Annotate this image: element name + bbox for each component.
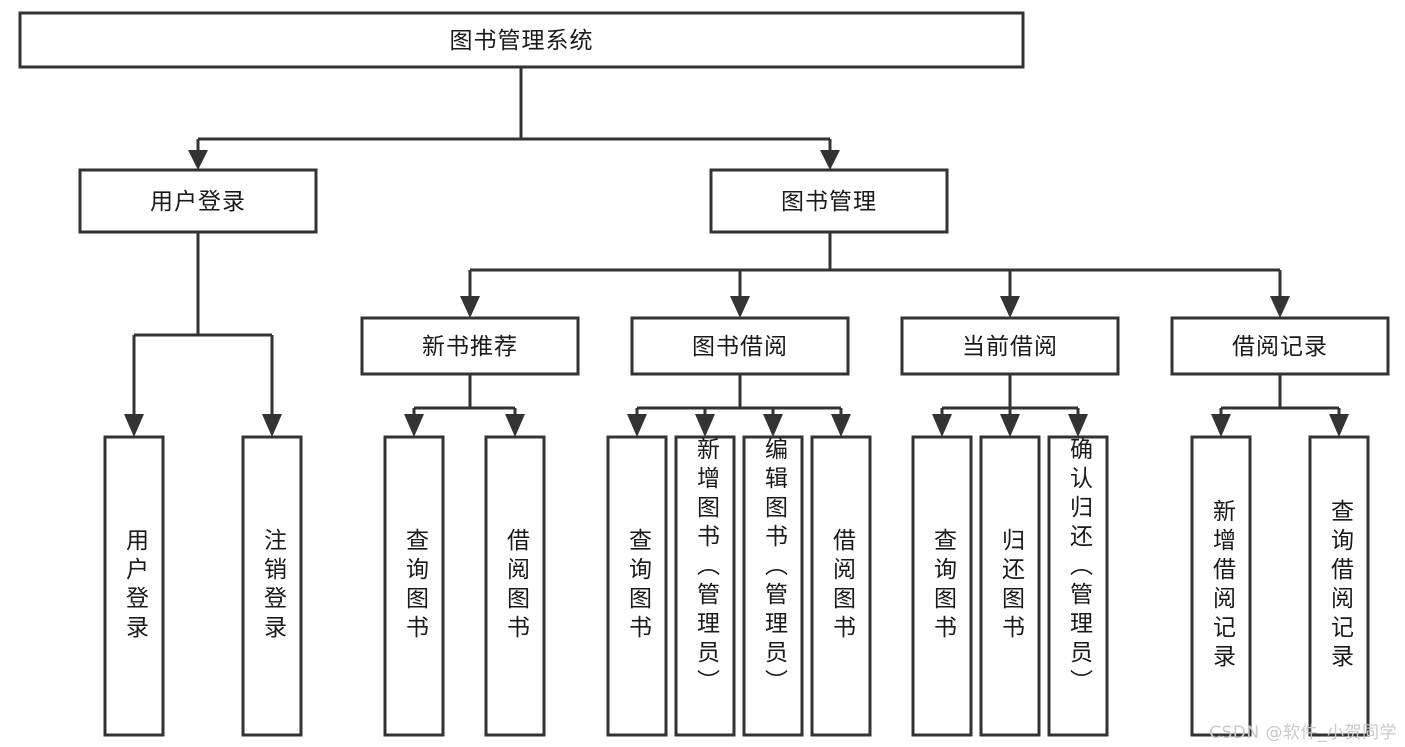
- node-borrow-record-label: 借阅记录: [1232, 334, 1328, 360]
- arrowhead-leaf-user-logout: [262, 414, 282, 437]
- leaf-box-return-book[interactable]: [979, 435, 1041, 737]
- arrowhead-book-manage: [820, 150, 840, 170]
- leaf-box-add-record[interactable]: [1190, 435, 1252, 737]
- leaf-box-add-book[interactable]: [674, 435, 736, 737]
- node-current-borrow-label: 当前借阅: [962, 334, 1058, 360]
- arrowhead-leaf-query-book-2: [627, 414, 647, 437]
- leaf-box-user-logout[interactable]: [241, 435, 303, 737]
- node-borrow-record-box[interactable]: [1170, 316, 1390, 376]
- arrowhead-leaf-borrow-book-1: [505, 414, 525, 437]
- arrowhead-leaf-query-book-3: [932, 414, 952, 437]
- leaf-box-query-record[interactable]: [1308, 435, 1370, 737]
- node-user-login-box[interactable]: [78, 168, 318, 234]
- arrowhead-book-borrow: [730, 296, 750, 318]
- node-current-borrow[interactable]: 当前借阅: [900, 316, 1120, 376]
- arrowhead-leaf-add-record: [1211, 414, 1231, 437]
- csdn-watermark: CSDN @软件_小贺同学: [1209, 723, 1397, 743]
- leaf-box-user-login[interactable]: [103, 435, 165, 737]
- arrowhead-leaf-query-record: [1329, 414, 1349, 437]
- node-book-manage-label: 图书管理: [781, 189, 877, 215]
- node-current-borrow-box[interactable]: [900, 316, 1120, 376]
- node-book-manage[interactable]: 图书管理: [709, 168, 949, 234]
- connector-group-new-book-recommend: [404, 374, 525, 437]
- node-root-box[interactable]: [18, 11, 1025, 69]
- node-new-book-recommend[interactable]: 新书推荐: [360, 316, 580, 376]
- node-new-book-recommend-box[interactable]: [360, 316, 580, 376]
- node-book-manage-box[interactable]: [709, 168, 949, 234]
- node-root-label: 图书管理系统: [450, 28, 594, 54]
- arrowhead-leaf-confirm-return: [1068, 414, 1088, 437]
- arrowhead-leaf-return-book: [1000, 414, 1020, 437]
- leaf-box-borrow-book-1[interactable]: [484, 435, 546, 737]
- node-new-book-recommend-label: 新书推荐: [422, 334, 518, 360]
- connector-group-book-borrow: [627, 374, 851, 437]
- node-book-borrow-label: 图书借阅: [692, 334, 788, 360]
- leaf-box-query-book-2[interactable]: [606, 435, 668, 737]
- connector-group-user-login: [124, 232, 282, 437]
- node-user-login-label: 用户登录: [150, 189, 246, 215]
- connector-group-root: [188, 67, 840, 170]
- arrowhead-user-login: [188, 150, 208, 170]
- arrowhead-leaf-borrow-book-2: [831, 414, 851, 437]
- connector-group-book-manage: [460, 232, 1290, 318]
- arrowhead-leaf-query-book-1: [404, 414, 424, 437]
- arrowhead-new-book-recommend: [460, 296, 480, 318]
- connector-group-borrow-record: [1211, 374, 1349, 437]
- node-book-borrow-box[interactable]: [630, 316, 850, 376]
- node-book-borrow[interactable]: 图书借阅: [630, 316, 850, 376]
- node-root[interactable]: 图书管理系统: [18, 11, 1025, 69]
- node-user-login[interactable]: 用户登录: [78, 168, 318, 234]
- leaf-box-confirm-return[interactable]: [1047, 435, 1109, 737]
- arrowhead-leaf-edit-book: [763, 414, 783, 437]
- connector-group-current-borrow: [932, 374, 1088, 437]
- leaf-box-query-book-1[interactable]: [383, 435, 445, 737]
- leaf-box-borrow-book-2[interactable]: [810, 435, 872, 737]
- arrowhead-borrow-record: [1270, 296, 1290, 318]
- leaf-box-edit-book[interactable]: [742, 435, 804, 737]
- arrowhead-current-borrow: [1000, 296, 1020, 318]
- leaf-boxes: [103, 435, 1370, 737]
- arrowhead-leaf-user-login: [124, 414, 144, 437]
- leaf-box-query-book-3[interactable]: [911, 435, 973, 737]
- node-borrow-record[interactable]: 借阅记录: [1170, 316, 1390, 376]
- arrowhead-leaf-add-book: [695, 414, 715, 437]
